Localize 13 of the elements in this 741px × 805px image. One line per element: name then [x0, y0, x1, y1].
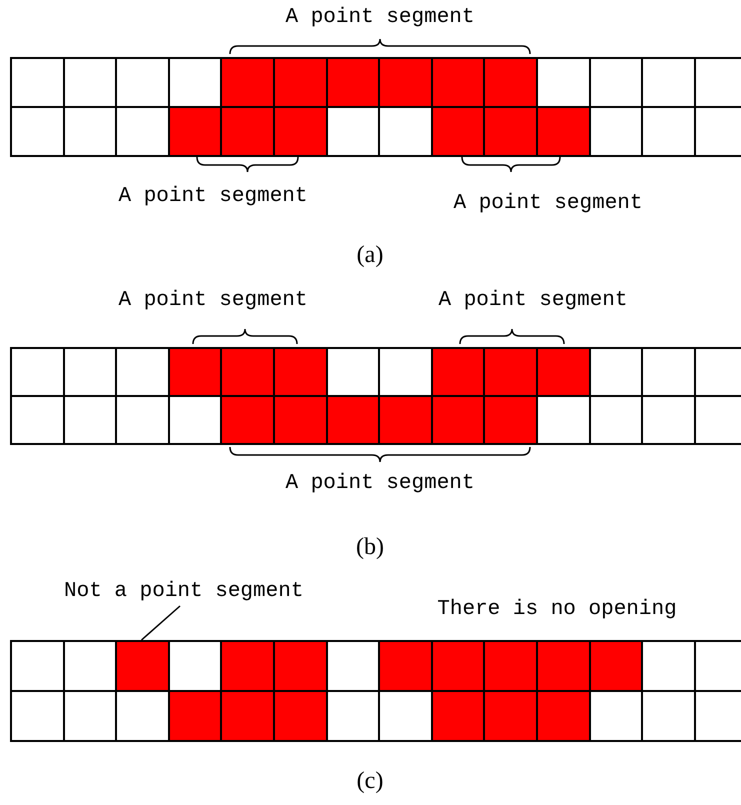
segment-label: A point segment [285, 471, 475, 497]
panel-caption: (a) [356, 241, 384, 270]
segment-label: A point segment [438, 288, 628, 314]
segment-label: A point segment [285, 5, 475, 31]
segment-label: A point segment [118, 288, 308, 314]
segment-label: A point segment [118, 184, 308, 210]
annotation-text: Not a point segment [64, 578, 304, 606]
grid-cell [115, 640, 170, 692]
segment-label: There is no opening [437, 597, 677, 623]
segment-label: A point segment [453, 191, 643, 217]
panel-caption: (b) [356, 533, 384, 562]
leader-line [141, 605, 180, 641]
panel-caption: (c) [356, 767, 384, 796]
